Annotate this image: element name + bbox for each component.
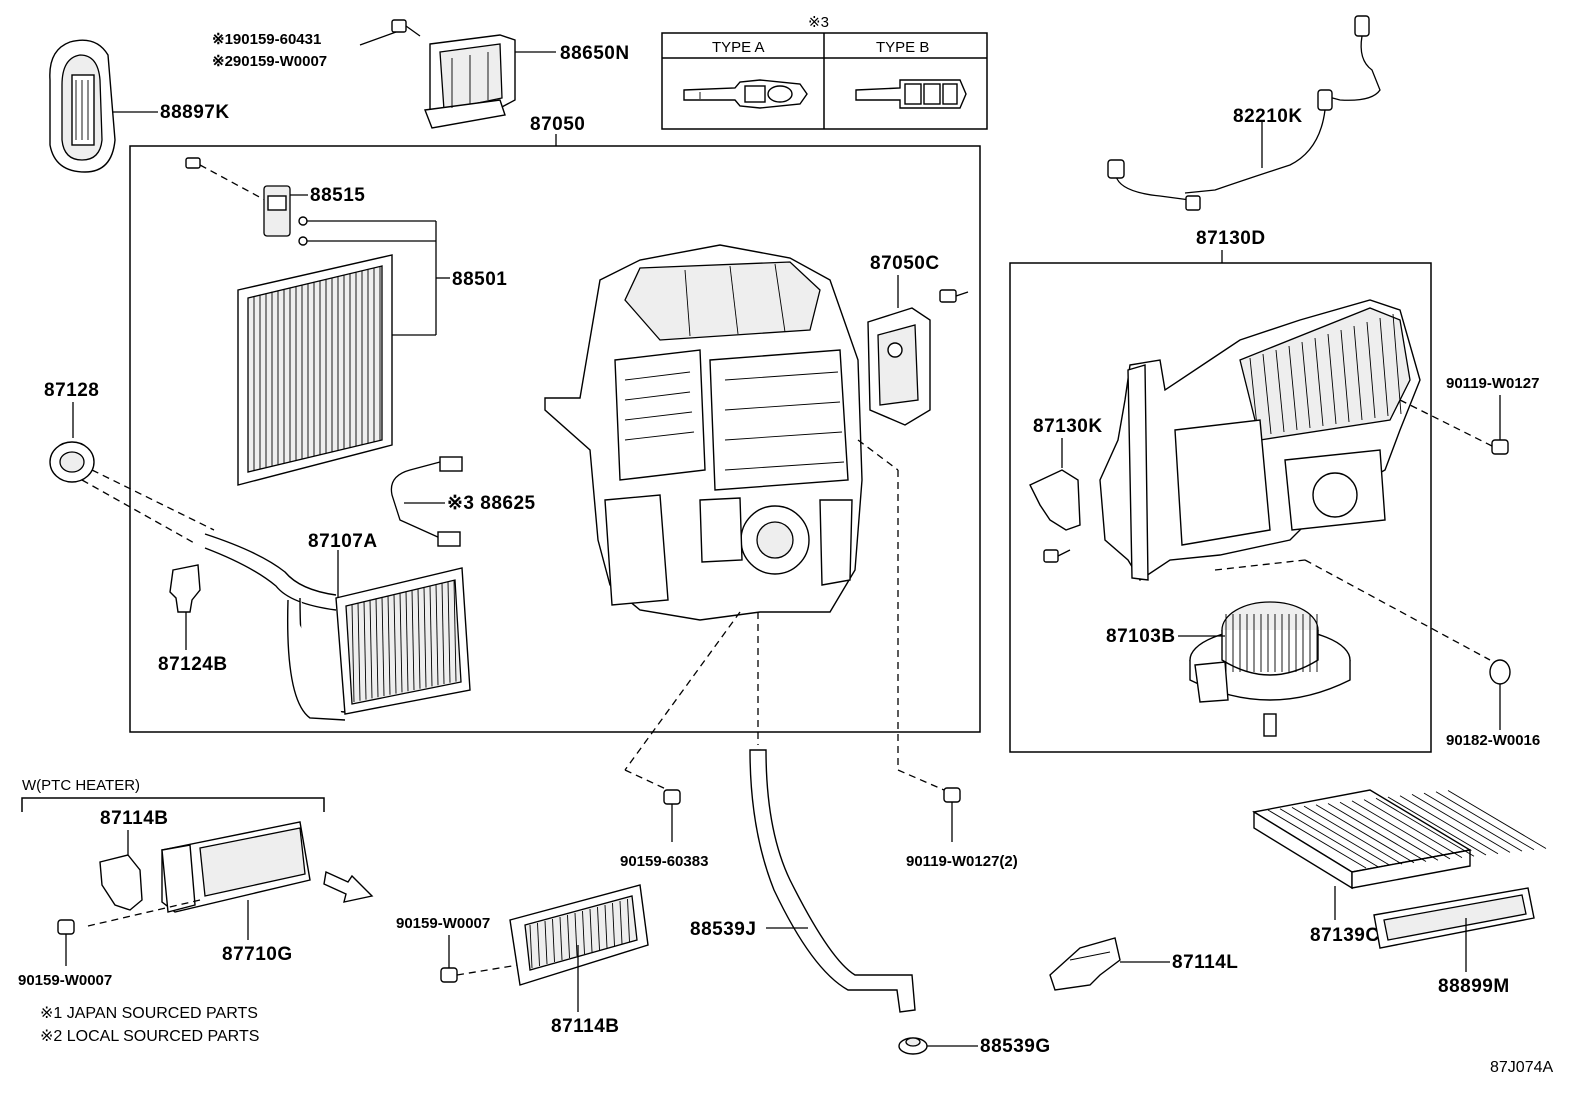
sensor-type-b	[855, 79, 967, 109]
label-88899M: 88899M	[1438, 976, 1510, 997]
sensor-type-a	[683, 79, 808, 109]
label-87124B: 87124B	[158, 654, 228, 675]
screw-icon	[391, 19, 407, 33]
part-88625: ※3 88625	[390, 456, 536, 547]
screw-icon	[943, 787, 961, 803]
part-88501: 88501	[237, 220, 507, 486]
screw-90159-60431	[359, 19, 421, 46]
part-88897K: 88897K	[49, 39, 230, 173]
label-90159-60431: ※190159-60431	[212, 31, 321, 48]
type-table: ※3 TYPE A TYPE B	[661, 14, 988, 130]
label-87130K: 87130K	[1033, 416, 1103, 437]
label-90159-W0007-left: 90159-W0007	[18, 972, 112, 989]
part-88899M: 88899M	[1373, 887, 1535, 997]
label-87107A: 87107A	[308, 531, 378, 552]
part-87107A: 87107A	[204, 531, 471, 721]
label-88650N: 88650N	[560, 43, 630, 64]
part-87128: 87128	[44, 380, 215, 545]
connector-icon	[439, 456, 463, 472]
label-90119-W0127: 90119-W0127	[1446, 375, 1539, 392]
label-88539G: 88539G	[980, 1036, 1051, 1057]
screw-icon	[663, 789, 681, 805]
part-87139C: 87139C	[1252, 789, 1547, 946]
label-90159-W0007-mid: 90159-W0007	[396, 915, 490, 932]
label-87114B-bottom: 87114B	[551, 1016, 620, 1037]
screw-icon	[440, 967, 458, 983]
label-88539J: 88539J	[690, 919, 756, 940]
screw-90119-W0127-2: 90119-W0127(2)	[897, 769, 1018, 870]
label-87114B-top: 87114B	[100, 808, 169, 829]
part-87050C: 87050C	[857, 253, 969, 770]
label-90182-W0016: 90182-W0016	[1446, 732, 1540, 749]
part-87124B: 87124B	[158, 564, 228, 675]
type-a-header: TYPE A	[712, 39, 765, 56]
part-87130D-blower-unit	[1099, 299, 1421, 581]
screw-icon	[1491, 439, 1509, 455]
label-90159-60383: 90159-60383	[620, 853, 708, 870]
footnote-2: ※2 LOCAL SOURCED PARTS	[40, 1028, 259, 1045]
screw-90159-60383: 90159-60383	[620, 611, 741, 870]
part-87103B: 87103B	[1106, 559, 1491, 737]
part-87114L: 87114L	[1049, 937, 1238, 991]
part-88515: 88515	[185, 157, 365, 246]
label-87103B: 87103B	[1106, 626, 1176, 647]
type-table-title: ※3	[808, 14, 829, 31]
ptc-heater-group: W(PTC HEATER) 87114B 90159-W0007 87710G …	[18, 777, 325, 1045]
label-87139C: 87139C	[1310, 925, 1380, 946]
clip-icon	[169, 564, 201, 613]
diagram-code: 87J074A	[1490, 1059, 1553, 1076]
label-90159-W0007-top: ※290159-W0007	[212, 53, 327, 70]
label-87710G: 87710G	[222, 944, 293, 965]
part-88539G: 88539G	[898, 1036, 1051, 1057]
group-box-87050	[129, 145, 981, 733]
part-88539J: 88539J	[690, 612, 916, 1013]
label-88625: ※3 88625	[447, 493, 536, 514]
label-88501: 88501	[452, 269, 507, 290]
label-87050: 87050	[530, 114, 585, 135]
screw-icon	[57, 919, 75, 935]
type-b-header: TYPE B	[876, 39, 929, 56]
group-box-87130D	[1009, 262, 1432, 753]
ptc-group-title: W(PTC HEATER)	[22, 777, 140, 794]
screw-90119-W0127: 90119-W0127	[1399, 375, 1539, 455]
part-82210K: 82210K	[1107, 15, 1381, 211]
label-88897K: 88897K	[160, 102, 230, 123]
footnote-1: ※1 JAPAN SOURCED PARTS	[40, 1005, 258, 1022]
arrow-right-icon	[323, 870, 374, 903]
label-87128: 87128	[44, 380, 99, 401]
label-87114L: 87114L	[1172, 952, 1238, 973]
part-87050-hvac-unit	[544, 244, 863, 621]
label-90119-W0127-2: 90119-W0127(2)	[906, 853, 1018, 870]
label-88515: 88515	[310, 185, 365, 206]
label-87050C: 87050C	[870, 253, 940, 274]
label-82210K: 82210K	[1233, 106, 1303, 127]
part-87114B-bottom: 90159-W0007 87114B	[396, 884, 649, 1037]
part-87130K: 87130K	[1029, 416, 1103, 563]
nut-90182-W0016: 90182-W0016	[1446, 659, 1540, 749]
part-88650N: 88650N	[424, 34, 630, 129]
label-87130D: 87130D	[1196, 228, 1266, 249]
